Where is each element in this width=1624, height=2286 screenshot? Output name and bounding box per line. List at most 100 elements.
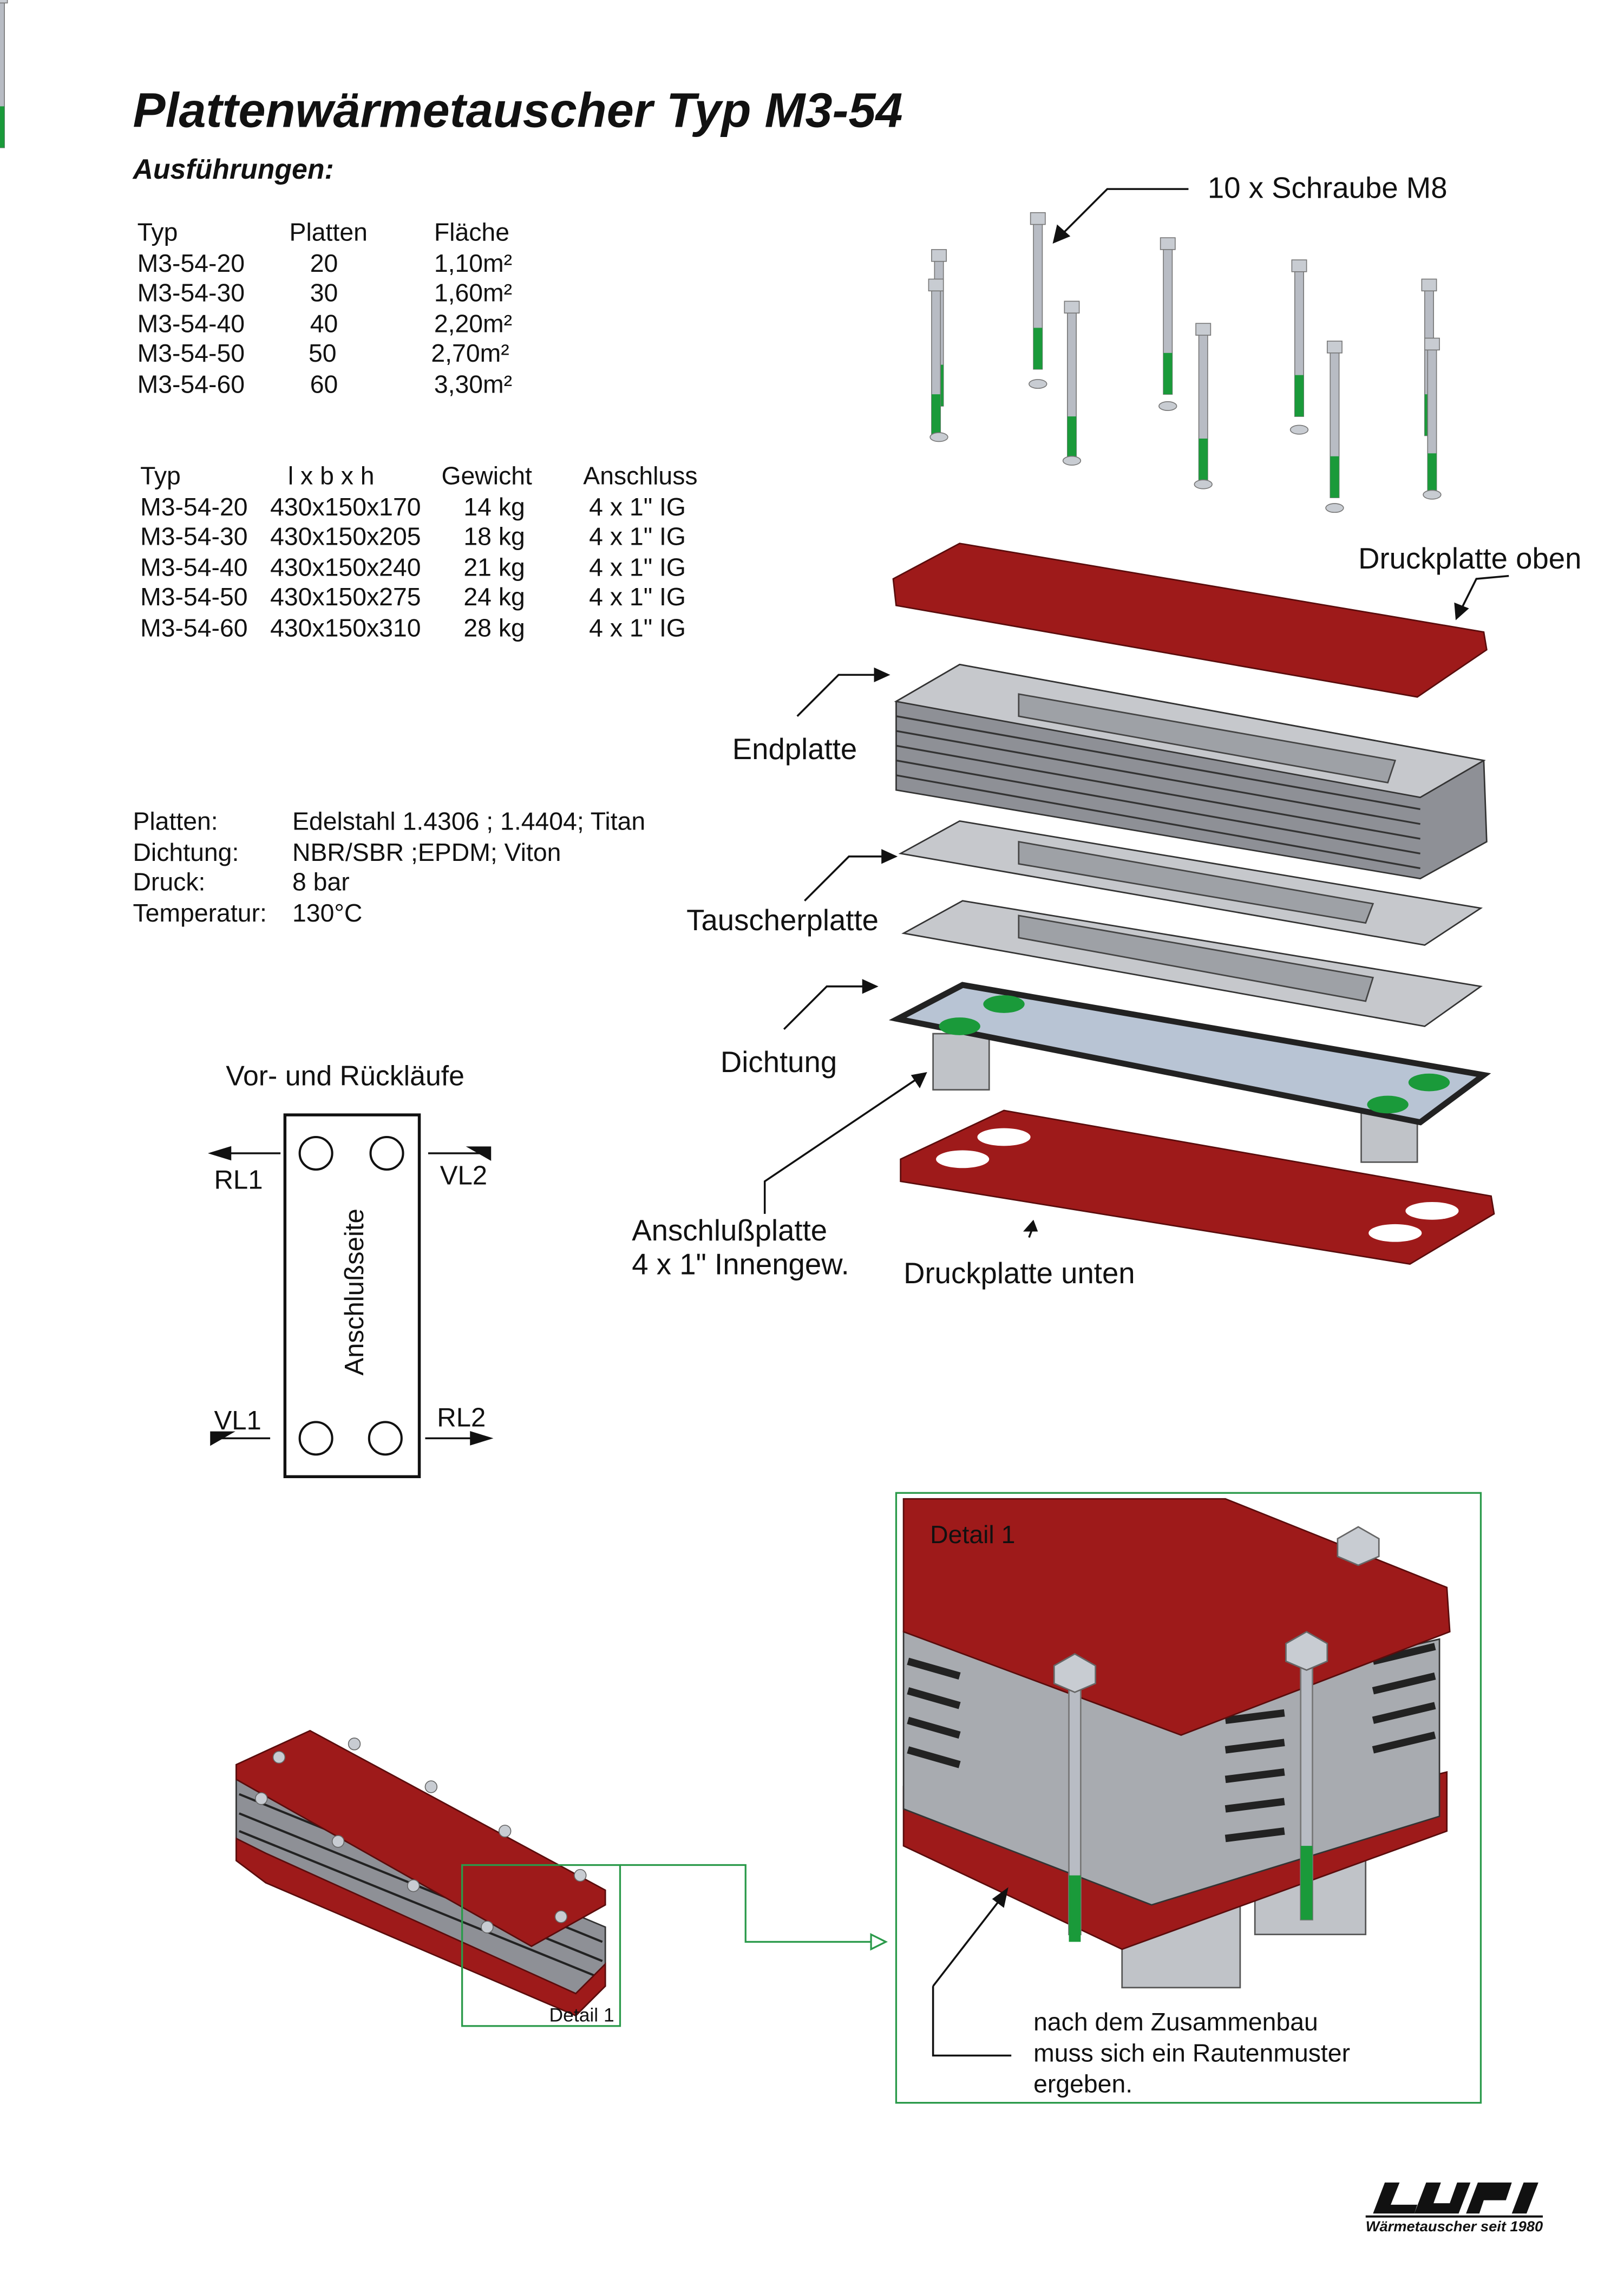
cell: 4 x 1" IG xyxy=(589,613,686,642)
cell: M3-54-40 xyxy=(140,553,248,582)
table-row: M3-54-50 50 2,70m² xyxy=(137,339,513,370)
col-header: Typ xyxy=(137,218,178,247)
cell: 430x150x310 xyxy=(270,613,421,642)
cell: 20 xyxy=(310,249,338,277)
cell: 1,10m² xyxy=(434,249,513,277)
assembled-view xyxy=(235,1729,606,2017)
cell: M3-54-50 xyxy=(140,583,248,612)
cell: 4 x 1" IG xyxy=(589,522,686,551)
cell: M3-54-30 xyxy=(140,522,248,551)
spec-value: 130°C xyxy=(292,898,363,927)
cell: 18 kg xyxy=(463,522,525,551)
cell: 2,70m² xyxy=(431,339,509,368)
cell: 24 kg xyxy=(463,583,525,612)
spec-label: Dichtung: xyxy=(133,838,239,866)
label-gasket: Dichtung xyxy=(720,1047,837,1080)
cell: 1,60m² xyxy=(434,279,513,308)
table-row: M3-54-60 430x150x310 28 kg 4 x 1" IG xyxy=(140,613,698,644)
detail-drawing xyxy=(902,1498,1451,2057)
arrow-left-icon xyxy=(207,1146,232,1161)
cell: 14 kg xyxy=(463,492,525,521)
cell: M3-54-50 xyxy=(137,339,245,368)
arrow-left-icon xyxy=(466,1146,492,1161)
port-label-vl2: VL2 xyxy=(440,1160,488,1191)
detail-title: Detail 1 xyxy=(930,1521,1016,1549)
table-row: M3-54-20 20 1,10m² xyxy=(137,249,513,279)
cell: 430x150x170 xyxy=(270,492,421,521)
col-header: Anschluss xyxy=(583,462,698,491)
label-end-plate: Endplatte xyxy=(732,734,857,767)
detail-note-line: nach dem Zusammenbau xyxy=(1033,2008,1318,2036)
cell: 4 x 1" IG xyxy=(589,583,686,612)
cell: 28 kg xyxy=(463,613,525,642)
label-exchanger-plate: Tauscherplatte xyxy=(686,905,879,938)
table-row: M3-54-20 430x150x170 14 kg 4 x 1" IG xyxy=(140,493,698,523)
port-circle xyxy=(369,1135,404,1171)
port-label-vl1: VL1 xyxy=(214,1406,261,1435)
detail-marker-box xyxy=(461,1864,621,2027)
port-circle xyxy=(298,1135,333,1171)
spec-value: 8 bar xyxy=(292,868,350,897)
label-connection-thread: 4 x 1" Innengew. xyxy=(632,1249,849,1282)
cell: 21 kg xyxy=(463,553,525,582)
bottom-pressure-plate xyxy=(900,1109,1495,1265)
cell: M3-54-20 xyxy=(137,249,245,277)
detail-marker-label: Detail 1 xyxy=(549,2003,614,2026)
variants-table: Typ Platten Fläche M3-54-20 20 1,10m² M3-54-… xyxy=(137,219,513,400)
cell: 4 x 1" IG xyxy=(589,492,686,521)
logo-tagline: Wärmetauscher seit 1980 xyxy=(1365,2219,1543,2236)
port-circle xyxy=(298,1421,333,1456)
cell: M3-54-60 xyxy=(137,370,245,398)
bolts xyxy=(0,0,1442,513)
cell: 4 x 1" IG xyxy=(589,553,686,582)
col-header: Gewicht xyxy=(441,462,532,491)
cell: 430x150x240 xyxy=(270,553,421,582)
detail-frame xyxy=(895,1492,1482,2104)
arrow-right-icon xyxy=(210,1431,235,1446)
cell: M3-54-20 xyxy=(140,492,248,521)
col-header: Fläche xyxy=(434,218,509,247)
cell: 50 xyxy=(308,339,337,368)
table-row: M3-54-40 430x150x240 21 kg 4 x 1" IG xyxy=(140,553,698,583)
spec-label: Platten: xyxy=(133,807,218,836)
cell: 2,20m² xyxy=(434,309,513,338)
arrow-right-icon xyxy=(470,1431,494,1446)
dimensions-table: Typ l x b x h Gewicht Anschluss M3-54-20 430… xyxy=(140,462,698,644)
detail-note-line: muss sich ein Rautenmuster xyxy=(1033,2039,1351,2068)
cell: 40 xyxy=(310,309,338,338)
spec-value: Edelstahl 1.4306 ; 1.4404; Titan xyxy=(292,807,646,836)
cell: 430x150x205 xyxy=(270,522,421,551)
col-header: Platten xyxy=(289,218,368,247)
specifications: Platten: Edelstahl 1.4306 ; 1.4404; Titan… xyxy=(133,808,645,929)
cell: 430x150x275 xyxy=(270,583,421,612)
label-connection-plate: Anschlußplatte xyxy=(632,1215,828,1248)
spec-label: Temperatur: xyxy=(133,898,267,927)
cell: M3-54-40 xyxy=(137,309,245,338)
cell: 3,30m² xyxy=(434,370,513,398)
spec-label: Druck: xyxy=(133,868,206,897)
port-circle xyxy=(368,1421,403,1456)
label-bottom-plate: Druckplatte unten xyxy=(903,1258,1135,1291)
section-heading: Ausführungen: xyxy=(133,155,334,186)
exchanger-plates xyxy=(898,820,1483,1027)
flow-diagram-title: Vor- und Rückläufe xyxy=(226,1061,464,1093)
table-row: M3-54-60 60 3,30m² xyxy=(137,370,513,400)
top-pressure-plate xyxy=(892,543,1488,698)
cell: M3-54-60 xyxy=(140,613,248,642)
label-bolts: 10 x Schraube M8 xyxy=(1207,173,1448,206)
plate-outline xyxy=(283,1113,421,1478)
cell: M3-54-30 xyxy=(137,279,245,308)
end-plate-stack xyxy=(894,663,1488,880)
col-header: l x b x h xyxy=(287,462,375,491)
col-header: Typ xyxy=(140,462,181,491)
port-label-rl1: RL1 xyxy=(214,1165,263,1195)
table-row: M3-54-40 40 2,20m² xyxy=(137,309,513,339)
cell: 60 xyxy=(310,370,338,398)
label-top-plate: Druckplatte oben xyxy=(1358,543,1582,576)
page-title: Plattenwärmetauscher Typ M3-54 xyxy=(133,82,903,138)
